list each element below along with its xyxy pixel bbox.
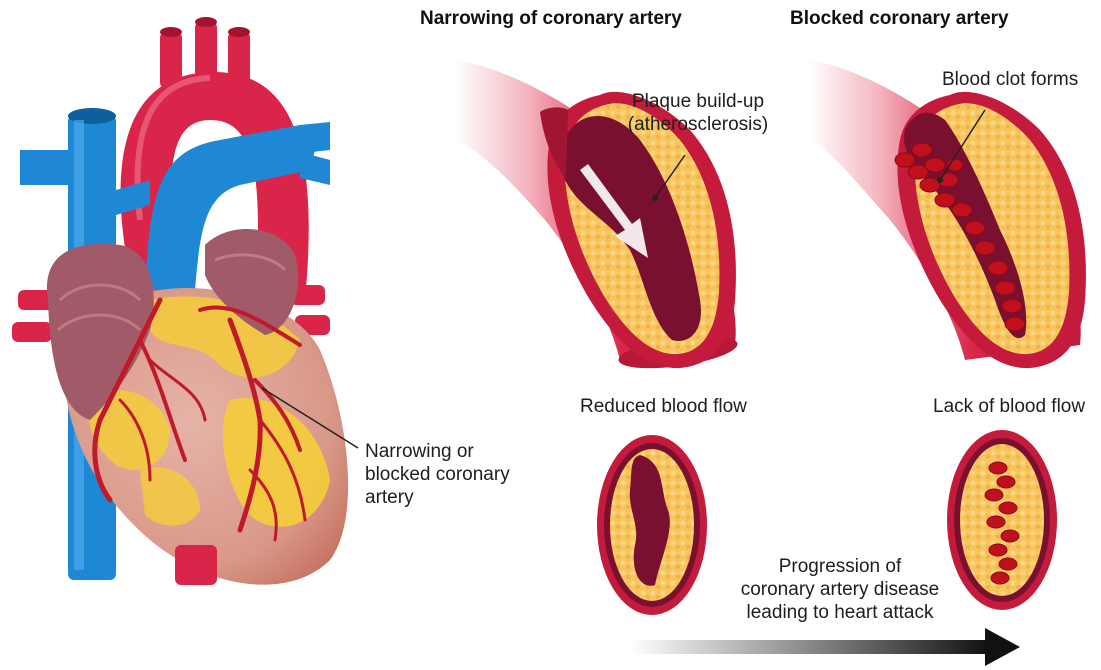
- plaque-label: Plaque build-up (atherosclerosis): [608, 90, 788, 136]
- progression-line-1: Progression of: [720, 555, 960, 578]
- heart-callout-label: Narrowing or blocked coronary artery: [365, 440, 510, 509]
- reduced-flow-label: Reduced blood flow: [580, 395, 747, 418]
- plaque-label-line-1: Plaque build-up: [608, 90, 788, 113]
- heart-callout-line-1: Narrowing or: [365, 440, 510, 463]
- blocked-title: Blocked coronary artery: [790, 8, 1009, 30]
- narrowing-title: Narrowing of coronary artery: [420, 8, 682, 30]
- heart-callout-line-3: artery: [365, 486, 510, 509]
- heart-illustration: [12, 17, 358, 585]
- blocked-artery-illustration: [810, 60, 1086, 368]
- progression-line-2: coronary artery disease: [720, 578, 960, 601]
- plaque-label-line-2: (atherosclerosis): [608, 113, 788, 136]
- lack-of-flow-cross-section: [947, 430, 1057, 610]
- heart-callout-line-2: blocked coronary: [365, 463, 510, 486]
- progression-arrow: [630, 628, 1020, 666]
- clot-label: Blood clot forms: [942, 68, 1078, 91]
- progression-label: Progression of coronary artery disease l…: [720, 555, 960, 624]
- reduced-flow-cross-section: [597, 435, 707, 615]
- progression-line-3: leading to heart attack: [720, 601, 960, 624]
- lack-flow-label: Lack of blood flow: [933, 395, 1085, 418]
